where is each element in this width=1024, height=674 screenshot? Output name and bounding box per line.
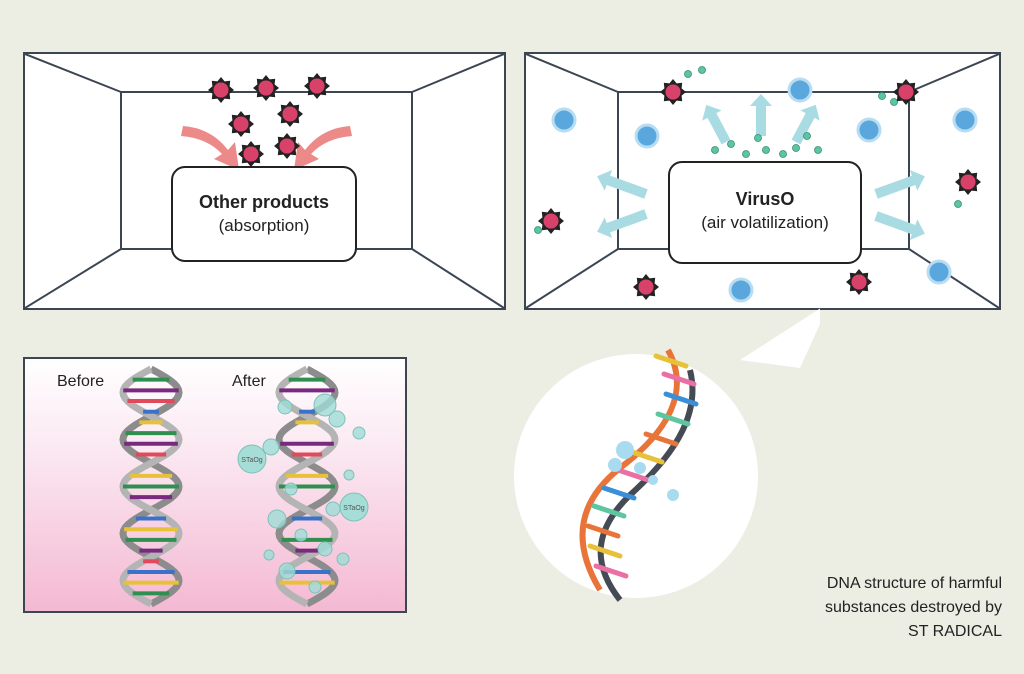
- radical-bubble-icon: [336, 552, 350, 566]
- germ-cluster: [208, 73, 330, 167]
- water-bubble-icon: [728, 277, 754, 303]
- radical-bubble-icon: [648, 475, 658, 485]
- dna-before-helix: [119, 365, 183, 608]
- radical-dot: [792, 144, 800, 152]
- radical-dot: [684, 70, 692, 78]
- radical-dot: [534, 226, 542, 234]
- radical-particles: [534, 66, 962, 234]
- room-volatilization-panel: VirusO (air volatilization): [524, 52, 1001, 310]
- dna-rung: [661, 371, 697, 387]
- room-absorption-panel: Other products (absorption): [23, 52, 506, 310]
- radical-dot: [754, 134, 762, 142]
- dna-rung: [585, 523, 621, 539]
- caption-line: ST RADICAL: [908, 623, 1002, 640]
- radical-bubble-icon: [262, 438, 280, 456]
- radical-bubble-icon: [278, 562, 296, 580]
- radical-bubble-icon: [634, 462, 646, 474]
- water-bubble-icon: [952, 107, 978, 133]
- arrow-icon: [597, 169, 648, 199]
- water-bubble-icon: [856, 117, 882, 143]
- arrow-right-icon: [294, 126, 352, 170]
- room-right-illustration: [526, 54, 999, 308]
- callout-pointer: [740, 308, 820, 368]
- radical-bubble-icon: [667, 489, 679, 501]
- arrow-left-icon: [181, 126, 239, 170]
- radical-dot: [742, 150, 750, 158]
- water-bubble-icon: [926, 259, 952, 285]
- arrow-icon: [702, 104, 731, 145]
- radical-bubble-icon: [616, 441, 634, 459]
- germ-cluster: [538, 79, 981, 300]
- radical-dot: [762, 146, 770, 154]
- radical-bubble-icon: [317, 541, 333, 557]
- room-left-illustration: [25, 54, 504, 308]
- radical-bubble-icon: [267, 509, 287, 529]
- dna-helix-illustration: STaOg STaOg: [119, 365, 369, 608]
- dna-zoom-callout: [514, 308, 820, 602]
- dna-before-after-panel: Before After STaOg STaOg: [23, 357, 407, 613]
- radical-bubble-icon: [352, 426, 366, 440]
- radical-dot: [727, 140, 735, 148]
- water-bubbles: [551, 77, 978, 303]
- box-title: Other products: [198, 192, 329, 212]
- volatilization-label-box: VirusO (air volatilization): [668, 161, 862, 264]
- volatilization-arrows: [597, 94, 925, 241]
- water-bubble-icon: [551, 107, 577, 133]
- radical-dot: [698, 66, 706, 74]
- water-bubble-icon: [634, 123, 660, 149]
- before-label: Before: [57, 373, 105, 390]
- radical-bubble-icon: [308, 580, 322, 594]
- dna-rung: [629, 449, 665, 465]
- box-subtitle: (air volatilization): [701, 213, 829, 232]
- radical-dot: [779, 150, 787, 158]
- radical-dot: [711, 146, 719, 154]
- radical-dot: [954, 200, 962, 208]
- svg-text:STaOg: STaOg: [343, 505, 365, 512]
- radical-bubble-icon: [313, 393, 337, 417]
- dna-rung: [593, 563, 629, 579]
- radical-bubble-icon: [284, 482, 298, 496]
- box-subtitle: (absorption): [218, 216, 310, 235]
- box-title: VirusO: [735, 189, 795, 209]
- dna-rung: [615, 467, 651, 483]
- radical-bubble-icon: [608, 458, 622, 472]
- dna-rung: [655, 411, 691, 427]
- radical-dot: [814, 146, 822, 154]
- absorption-label-box: Other products (absorption): [171, 166, 357, 262]
- radical-dot: [803, 132, 811, 140]
- radical-bubbles: [262, 393, 366, 594]
- after-label: After: [232, 373, 266, 390]
- arrow-icon: [750, 94, 772, 136]
- water-bubble-icon: [787, 77, 813, 103]
- absorption-arrows: [181, 126, 352, 170]
- damaged-dna-strand: [579, 348, 699, 602]
- dna-rung: [587, 543, 623, 559]
- caption: DNA structure of harmful substances dest…: [782, 572, 1002, 644]
- radical-dot: [890, 98, 898, 106]
- arrow-icon: [874, 211, 925, 241]
- caption-line: substances destroyed by: [825, 599, 1002, 616]
- radical-bubble-icon: [328, 410, 346, 428]
- radical-bubble-icon: [343, 469, 355, 481]
- caption-line: DNA structure of harmful: [826, 575, 1002, 592]
- svg-text:STaOg: STaOg: [241, 457, 263, 464]
- dna-rung: [643, 431, 679, 447]
- dna-rung: [591, 503, 627, 519]
- arrow-icon: [791, 104, 820, 145]
- radical-badge: STaOg STaOg: [237, 444, 369, 522]
- radical-bubble-icon: [263, 549, 275, 561]
- dna-rung: [601, 485, 637, 501]
- radical-bubble-icon: [294, 528, 308, 542]
- radical-bubble-icon: [325, 501, 341, 517]
- dna-rung: [653, 353, 689, 369]
- dna-rung: [663, 391, 699, 407]
- arrow-icon: [874, 169, 925, 199]
- arrow-icon: [597, 209, 648, 239]
- radical-bubble-icon: [277, 399, 293, 415]
- radical-dot: [878, 92, 886, 100]
